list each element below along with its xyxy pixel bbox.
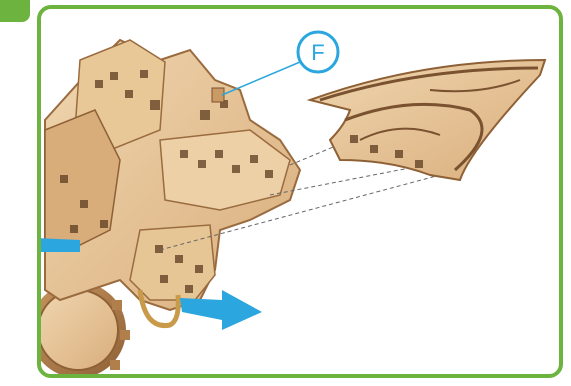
mechanism-body bbox=[45, 40, 300, 326]
callout-letter: F bbox=[311, 40, 324, 65]
callout-badge: F bbox=[298, 32, 338, 72]
callout-leader-line bbox=[222, 62, 300, 95]
wing-part bbox=[310, 60, 545, 180]
